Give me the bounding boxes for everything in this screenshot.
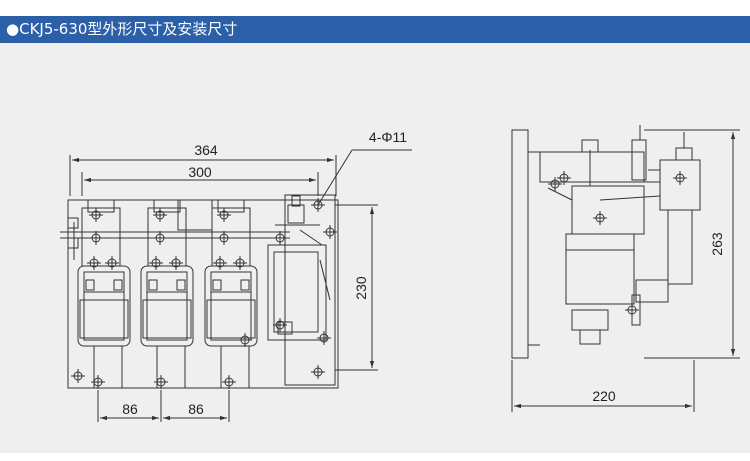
- pole-2: [140, 199, 194, 389]
- section-title: ●CKJ5-630型外形尺寸及安装尺寸: [6, 19, 237, 39]
- pole-1: [77, 199, 131, 389]
- pole-pitch-label-1: 86: [122, 401, 138, 417]
- front-view: [60, 194, 339, 390]
- mounting-width-label: 300: [188, 164, 212, 180]
- hole-spec-label: 4-Φ11: [369, 129, 407, 145]
- technical-drawing: 364 300 230 86 86 4-Φ11: [60, 125, 740, 422]
- side-dimensions: [511, 129, 740, 412]
- side-view: [511, 125, 701, 359]
- section-header: ●CKJ5-630型外形尺寸及安装尺寸: [0, 16, 750, 43]
- side-height-label: 263: [709, 232, 725, 256]
- section-title-text: CKJ5-630型外形尺寸及安装尺寸: [19, 20, 238, 38]
- overall-width-label: 364: [194, 142, 218, 158]
- pole-3: [204, 199, 258, 389]
- pole-pitch-label-2: 86: [188, 401, 204, 417]
- front-dimensions: [69, 149, 412, 422]
- side-depth-label: 220: [592, 388, 616, 404]
- drawing-panel: 364 300 230 86 86 4-Φ11: [0, 43, 750, 453]
- bullet-icon: ●: [6, 20, 20, 38]
- mounting-height-label: 230: [353, 276, 369, 300]
